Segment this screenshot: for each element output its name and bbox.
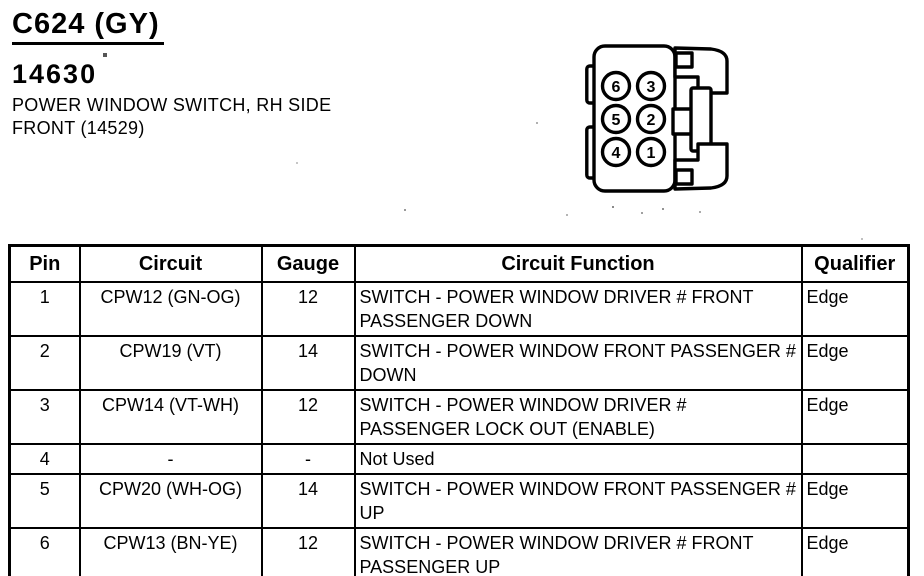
- pin-cell: 3: [8, 389, 81, 445]
- pin-cavity-1: [638, 139, 665, 166]
- circuit-function-cell: SWITCH - POWER WINDOW DRIVER # FRONT PAS…: [353, 281, 803, 337]
- qualifier-cell: Edge: [800, 389, 910, 445]
- circuit-cell: CPW19 (VT): [78, 335, 263, 391]
- pin-cell: 1: [8, 281, 81, 337]
- pin-label: 3: [647, 79, 656, 96]
- pin-cell: 2: [8, 335, 81, 391]
- gauge-cell: 14: [260, 335, 356, 391]
- gauge-cell: 14: [260, 473, 356, 529]
- part-number: 14630: [12, 59, 98, 89]
- pin-cavity-5: [603, 106, 630, 133]
- column-header-circuit: Circuit: [78, 244, 263, 283]
- column-header-qualifier: Qualifier: [800, 244, 910, 283]
- circuit-cell: CPW20 (WH-OG): [78, 473, 263, 529]
- gauge-cell: 12: [260, 281, 356, 337]
- connector-id-title: C624 (GY): [12, 8, 164, 45]
- table-header-row: Pin Circuit Gauge Circuit Function Quali…: [8, 244, 910, 283]
- circuit-function-cell: SWITCH - POWER WINDOW DRIVER # FRONT PAS…: [353, 527, 803, 576]
- circuit-function-cell: SWITCH - POWER WINDOW DRIVER # PASSENGER…: [353, 389, 803, 445]
- circuit-cell: -: [78, 443, 263, 475]
- qualifier-cell: Edge: [800, 335, 910, 391]
- pin-label: 6: [612, 79, 621, 96]
- qualifier-cell: Edge: [800, 281, 910, 337]
- component-description-line2: FRONT (14529): [12, 118, 145, 138]
- connector-diagram-icon: 6 3 5 2 4 1: [585, 31, 737, 205]
- qualifier-cell: [800, 443, 910, 475]
- table-row-pin-1: 1 CPW12 (GN-OG) 12 SWITCH - POWER WINDOW…: [8, 281, 910, 337]
- table-row-pin-6: 6 CPW13 (BN-YE) 12 SWITCH - POWER WINDOW…: [8, 527, 910, 576]
- qualifier-cell: Edge: [800, 473, 910, 529]
- circuit-function-cell: SWITCH - POWER WINDOW FRONT PASSENGER # …: [353, 335, 803, 391]
- circuit-cell: CPW12 (GN-OG): [78, 281, 263, 337]
- table-row-pin-4: 4 - - Not Used: [8, 443, 910, 475]
- table-row-pin-3: 3 CPW14 (VT-WH) 12 SWITCH - POWER WINDOW…: [8, 389, 910, 445]
- header-block: C624 (GY) 14630 POWER WINDOW SWITCH, RH …: [12, 8, 572, 140]
- pin-cavity-2: [638, 106, 665, 133]
- pin-label: 4: [612, 145, 621, 162]
- pin-label: 1: [647, 145, 656, 162]
- table-row-pin-5: 5 CPW20 (WH-OG) 14 SWITCH - POWER WINDOW…: [8, 473, 910, 529]
- pin-cell: 6: [8, 527, 81, 576]
- connector-top-notch: [676, 53, 692, 67]
- gauge-cell: 12: [260, 527, 356, 576]
- qualifier-cell: Edge: [800, 527, 910, 576]
- pin-label: 2: [647, 112, 656, 129]
- gauge-cell: -: [260, 443, 356, 475]
- pinout-table: Pin Circuit Gauge Circuit Function Quali…: [8, 244, 910, 576]
- table-row-pin-2: 2 CPW19 (VT) 14 SWITCH - POWER WINDOW FR…: [8, 335, 910, 391]
- scan-noise: [0, 0, 2, 2]
- pin-cavity-3: [638, 73, 665, 100]
- pin-cell: 5: [8, 473, 81, 529]
- circuit-function-cell: SWITCH - POWER WINDOW FRONT PASSENGER # …: [353, 473, 803, 529]
- gauge-cell: 12: [260, 389, 356, 445]
- connector-bottom-notch: [676, 170, 692, 184]
- column-header-circuit-function: Circuit Function: [353, 244, 803, 283]
- circuit-cell: CPW13 (BN-YE): [78, 527, 263, 576]
- circuit-cell: CPW14 (VT-WH): [78, 389, 263, 445]
- column-header-gauge: Gauge: [260, 244, 356, 283]
- pin-cavity-6: [603, 73, 630, 100]
- component-description-line1: POWER WINDOW SWITCH, RH SIDE: [12, 95, 332, 115]
- pin-cavity-4: [603, 139, 630, 166]
- pin-label: 5: [612, 112, 621, 129]
- connector-mid-tab: [691, 88, 711, 151]
- pin-cell: 4: [8, 443, 81, 475]
- circuit-function-cell: Not Used: [353, 443, 803, 475]
- column-header-pin: Pin: [8, 244, 81, 283]
